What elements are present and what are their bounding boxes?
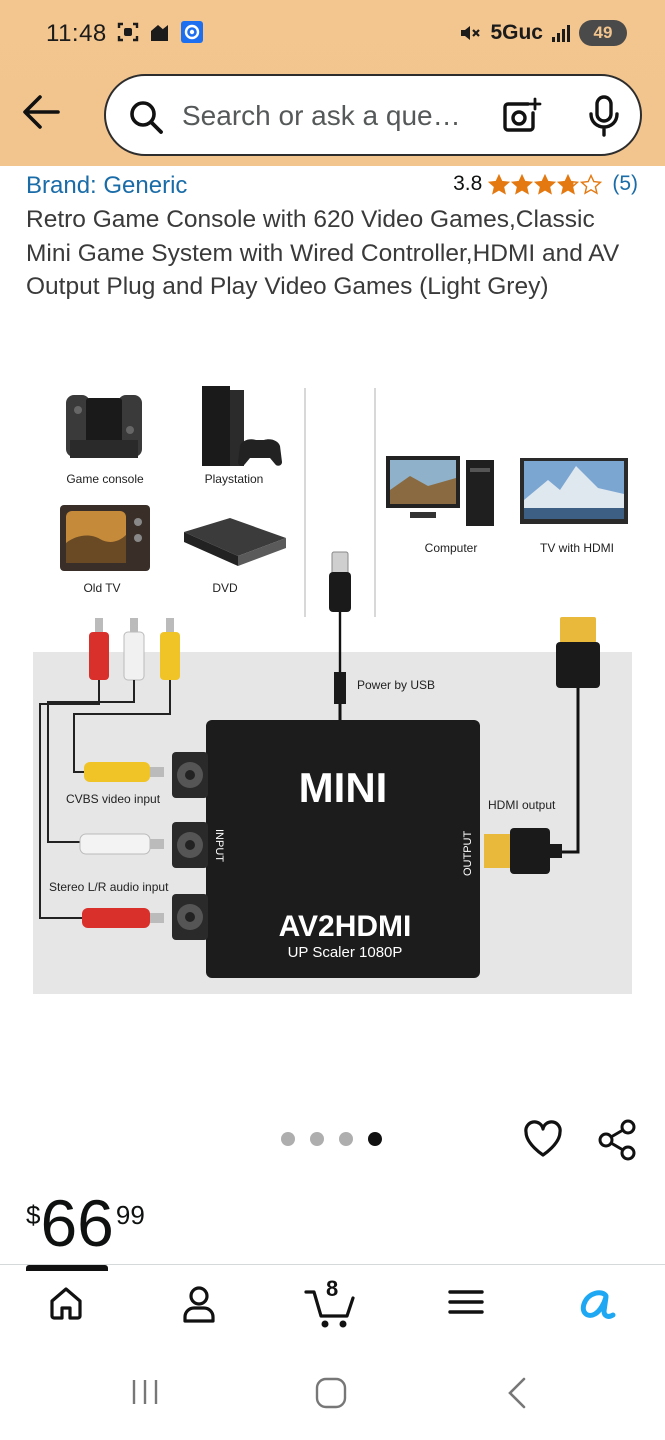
home-icon[interactable] <box>47 1284 85 1322</box>
star-partial-icon <box>557 173 580 195</box>
alexa-icon[interactable] <box>576 1284 620 1324</box>
label-cvbs: CVBS video input <box>66 792 161 806</box>
home-signal-icon <box>151 25 168 41</box>
pagination-dot[interactable] <box>310 1132 324 1146</box>
star-full-icon <box>488 173 511 195</box>
share-icon[interactable] <box>596 1118 638 1162</box>
bottom-nav-active-indicator <box>26 1265 108 1271</box>
search-icon <box>130 101 163 134</box>
hdmi-cable-picture <box>484 617 600 874</box>
label-tv-hdmi: TV with HDMI <box>540 541 614 555</box>
star-full-icon <box>534 173 557 195</box>
menu-icon[interactable] <box>448 1284 484 1320</box>
bottom-nav-divider <box>0 1264 665 1265</box>
bottom-nav: 8 <box>0 1272 665 1348</box>
device-subtitle: UP Scaler 1080P <box>288 944 403 961</box>
label-playstation: Playstation <box>205 472 264 486</box>
hdmi-tv-picture <box>520 458 628 524</box>
price-currency: $ <box>26 1200 41 1230</box>
rca-plugs-picture <box>39 618 180 919</box>
system-back-icon[interactable] <box>504 1376 530 1410</box>
av2hdmi-device-picture: MINI AV2HDMI UP Scaler 1080P INPUT OUTPU… <box>172 720 480 978</box>
status-icons-left <box>116 20 204 44</box>
image-pagination[interactable] <box>281 1132 382 1146</box>
dvd-player-picture <box>184 518 286 566</box>
rating-count-link[interactable]: (5) <box>612 172 638 195</box>
microphone-icon[interactable] <box>586 94 622 138</box>
device-brand: MINI <box>299 764 388 811</box>
account-icon[interactable] <box>180 1284 218 1324</box>
status-bar: 11:48 5Guc <box>0 0 665 66</box>
heart-icon[interactable] <box>522 1118 564 1160</box>
network-type: 5Guc <box>490 21 543 44</box>
product-price: $ 66 99 <box>26 1188 145 1256</box>
old-tv-picture <box>60 505 150 571</box>
search-bar[interactable] <box>104 74 642 156</box>
battery-level: 49 <box>593 23 613 42</box>
label-game-console: Game console <box>66 472 144 486</box>
star-full-icon <box>511 173 534 195</box>
status-icons-right: 5Guc 49 <box>458 20 627 46</box>
playstation-picture <box>202 386 282 466</box>
app-notification-icon <box>181 21 203 43</box>
pagination-dot[interactable] <box>281 1132 295 1146</box>
label-stereo: Stereo L/R audio input <box>49 880 169 894</box>
product-image[interactable]: Game console Playstation Old TV DVD Comp… <box>0 370 665 1020</box>
label-computer: Computer <box>425 541 478 555</box>
battery-indicator: 49 <box>579 20 627 46</box>
screen-record-icon <box>117 22 139 42</box>
usb-cable-picture <box>329 551 351 720</box>
label-hdmi-output: HDMI output <box>488 798 556 812</box>
device-input-label: INPUT <box>213 829 225 862</box>
price-whole: 66 <box>40 1186 114 1260</box>
star-empty-icon <box>580 173 603 195</box>
product-title: Retro Game Console with 620 Video Games,… <box>26 206 620 300</box>
label-old-tv: Old TV <box>83 581 120 595</box>
label-power-usb: Power by USB <box>357 678 435 692</box>
rating-stars <box>488 173 603 195</box>
computer-picture <box>386 456 494 526</box>
back-arrow-icon[interactable] <box>20 92 62 132</box>
cart-count: 8 <box>326 1276 339 1301</box>
recent-apps-icon[interactable] <box>130 1376 160 1408</box>
cart-icon <box>304 1290 355 1328</box>
device-model: AV2HDMI <box>279 910 412 943</box>
camera-search-icon[interactable] <box>500 96 542 138</box>
signal-icon <box>552 25 570 42</box>
rating-summary[interactable]: 3.8 (5) <box>453 172 638 196</box>
label-dvd: DVD <box>212 581 238 595</box>
device-output-label: OUTPUT <box>462 831 474 877</box>
rca-inputs-picture <box>79 762 164 928</box>
brand-link[interactable]: Brand: Generic <box>26 172 188 199</box>
mute-icon <box>461 26 481 40</box>
home-button-icon[interactable] <box>314 1376 348 1410</box>
price-fraction: 99 <box>115 1200 145 1230</box>
pagination-dot[interactable] <box>339 1132 353 1146</box>
rating-value: 3.8 <box>453 172 483 195</box>
game-console-picture <box>66 395 142 458</box>
search-input[interactable] <box>182 99 482 133</box>
status-time: 11:48 <box>46 20 107 47</box>
system-nav-bar <box>0 1350 665 1440</box>
cart-button[interactable]: 8 <box>304 1276 360 1330</box>
app-header: 11:48 5Guc <box>0 0 665 166</box>
pagination-dot-active[interactable] <box>368 1132 382 1146</box>
